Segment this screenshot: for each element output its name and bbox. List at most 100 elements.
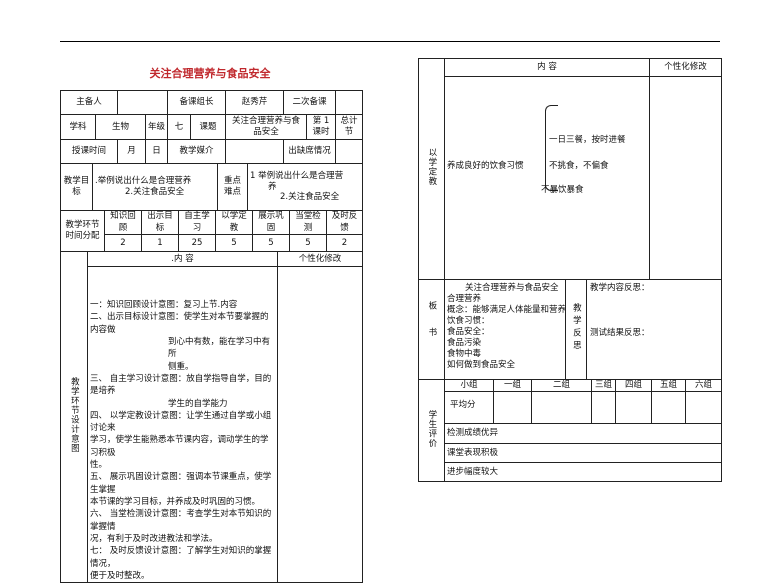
lesson-plan-table: 主备人 备课组长 赵秀芹 二次备课 学科 生物 年级 七 课题 关注合理营养与食… [59,90,364,164]
phase-header: 及时反馈 [326,210,363,235]
page-title: 关注合理营养与食品安全 [149,67,271,80]
group-header: 四组 [615,379,652,392]
goal-item: .举例说出什么是合理营养 [95,176,192,187]
step-line: 本节课的学习目标，并养成及时巩固的习惯。 [90,497,261,507]
step-line: 侧重。 [168,361,194,372]
board-line: 合理营养 [447,294,482,305]
phase-minutes: 25 [178,234,216,252]
topic-label: 课题 [190,114,227,140]
personal-edit-header: 个性化修改 [277,251,363,267]
eval-row-label: 进步幅度较大 [444,462,722,482]
goal-item: 2.关注食品安全 [125,187,185,197]
content-header: 内 容 [444,58,650,77]
key-point-item: 1 举例说出什么是合理营 [250,171,344,182]
board-table: 板书 关注合理营养与食品安全 合理营养 概念：能够满足人体能量和营养 饮食习惯：… [418,279,722,380]
group-header: 五组 [651,379,686,392]
phase-header: 出示目标 [141,210,179,235]
teach-by-learning-label: 以学定教 [418,58,445,280]
subject-label: 学科 [60,114,96,140]
time-allocation-table: 教学环节时间分配 知识回顾 出示目标 自主学习 以学定教 展示巩固 当堂检测 及… [60,210,363,252]
board-content: 关注合理营养与食品安全 合理营养 概念：能够满足人体能量和营养 饮食习惯： 食品… [444,279,566,380]
month-label: 月 [117,139,147,164]
eval-row-label: 平均分 [444,391,494,424]
step-line: 性。 [90,460,108,471]
board-line: 饮食习惯： [447,316,490,327]
personal-edit-header: 个性化修改 [649,58,722,77]
absence-value [335,139,364,164]
board-line: 关注合理营养与食品安全 [465,283,559,293]
key-points-label: 重点难点 [217,163,248,211]
grade-value: 七 [167,114,192,140]
second-prep-value [335,90,364,115]
reflection-content: 教学内容反思： 测试结果反思： [586,279,722,380]
habit-item: 一日三餐，按时进餐 [549,135,626,145]
phase-header: 以学定教 [215,210,253,235]
absence-label: 出缺席情况 [283,139,337,164]
top-rule [60,41,720,42]
habit-bracket [545,105,558,191]
key-point-item: 养 [268,181,277,192]
design-steps: 一：知识回顾设计意图：复习上节.内容 二、出示目标设计意图：使学生对本节要掌握的… [87,265,278,583]
key-point-item: 2.关注食品安全 [280,192,340,203]
step-line: 三、 自主学习设计意图：放自学指导自学，目的是培养 [90,373,272,397]
step-line: 到心中有数，能在学习中有所 [168,336,271,360]
board-line: 如何做到食品安全 [447,360,516,371]
phase-minutes: 2 [104,234,142,252]
step-line: 六、 当堂检测设计意图：考查学生对本节知识的掌握情 [90,509,272,532]
step-line: 五、 展示巩固设计意图：强调本节课重点，使学生掌握 [90,472,272,495]
phase-minutes: 5 [215,234,253,252]
topic-value: 关注合理营养与食品安全 [225,114,308,140]
group-header: 六组 [685,379,722,392]
step-line: 七： 及时反馈设计意图：了解学生对知识的掌握情况， [90,546,272,569]
group-leader-value: 赵秀芹 [225,90,285,115]
day-label: 日 [145,139,169,164]
phase-minutes: 5 [289,234,327,252]
step-line: 四、 以学定教设计意图：让学生通过自学或小组讨论来 [90,410,272,434]
evaluation-table: 学生评价 小组 一组 二组 三组 四组 五组 六组 平均分 检测成绩优异 课堂表… [418,379,722,482]
personal-edit-area [649,76,722,280]
board-label: 板书 [418,279,445,380]
step-line: 二、出示目标设计意图：使学生对本节要掌握的内容做 [90,312,269,335]
lesson-number: 第 1 课时 [306,114,337,140]
goals-list: .举例说出什么是合理营养 2.关注食品安全 [92,163,218,211]
media-value [225,139,285,164]
right-upper-table: 以学定教 内 容 个性化修改 养成良好的饮食习惯 一日三餐，按时进餐 不挑食，不… [418,58,722,280]
eval-row-label: 课堂表现积极 [444,443,722,463]
key-points-list: 1 举例说出什么是合理营 养 2.关注食品安全 [247,163,363,211]
goals-table: 教学目标 .举例说出什么是合理营养 2.关注食品安全 重点难点 1 举例说出什么… [60,163,363,211]
content-header: .内 容 [87,251,278,267]
step-line: 况，有利于及时改进教法和学法。 [90,533,218,544]
board-line: 食品污染 [447,338,482,349]
personal-edit-area [277,265,363,583]
preparer-label: 主备人 [59,90,119,115]
phase-minutes: 1 [141,234,179,252]
step-line: 便于及时整改。 [90,570,150,581]
step-line: 学习，使学生能熟悉本节课内容，调动学生的学习积极 [90,435,269,458]
habit-item: 不暴饮暴食 [541,185,584,195]
step-line: 学生的自学能力 [168,398,228,409]
phase-header: 展示巩固 [252,210,290,235]
design-intent-label: 教学环节设计意图 [60,250,88,583]
eval-row-label: 检测成绩优异 [444,423,722,444]
diet-habit-diagram: 养成良好的饮食习惯 一日三餐，按时进餐 不挑食，不偏食 不暴饮暴食 [444,76,650,280]
habit-label: 养成良好的饮食习惯 [447,161,524,171]
phase-minutes: 2 [326,234,363,252]
time-allocation-label: 教学环节时间分配 [60,210,105,252]
total-lessons-label: 总计 节 [335,114,364,140]
design-intent-table: 教学环节设计意图 .内 容 个性化修改 一：知识回顾设计意图：复习上节.内容 二… [60,250,363,583]
phase-minutes: 5 [252,234,290,252]
media-label: 教学媒介 [167,139,227,164]
reflection-label: 教学反思 [565,279,587,380]
goals-label: 教学目标 [60,163,93,211]
habit-item: 不挑食，不偏食 [549,161,609,171]
board-line: 食品安全： [447,327,490,338]
step-line: 一：知识回顾设计意图：复习上节.内容 [90,300,238,310]
grade-label: 年级 [145,114,169,140]
group-header: 小组 [444,379,494,392]
phase-header: 知识回顾 [104,210,142,235]
preparer-value [117,90,169,115]
subject-value: 生物 [94,114,147,140]
second-prep-label: 二次备课 [283,90,337,115]
group-leader-label: 备课组长 [167,90,227,115]
result-reflection: 测试结果反思： [590,328,650,338]
